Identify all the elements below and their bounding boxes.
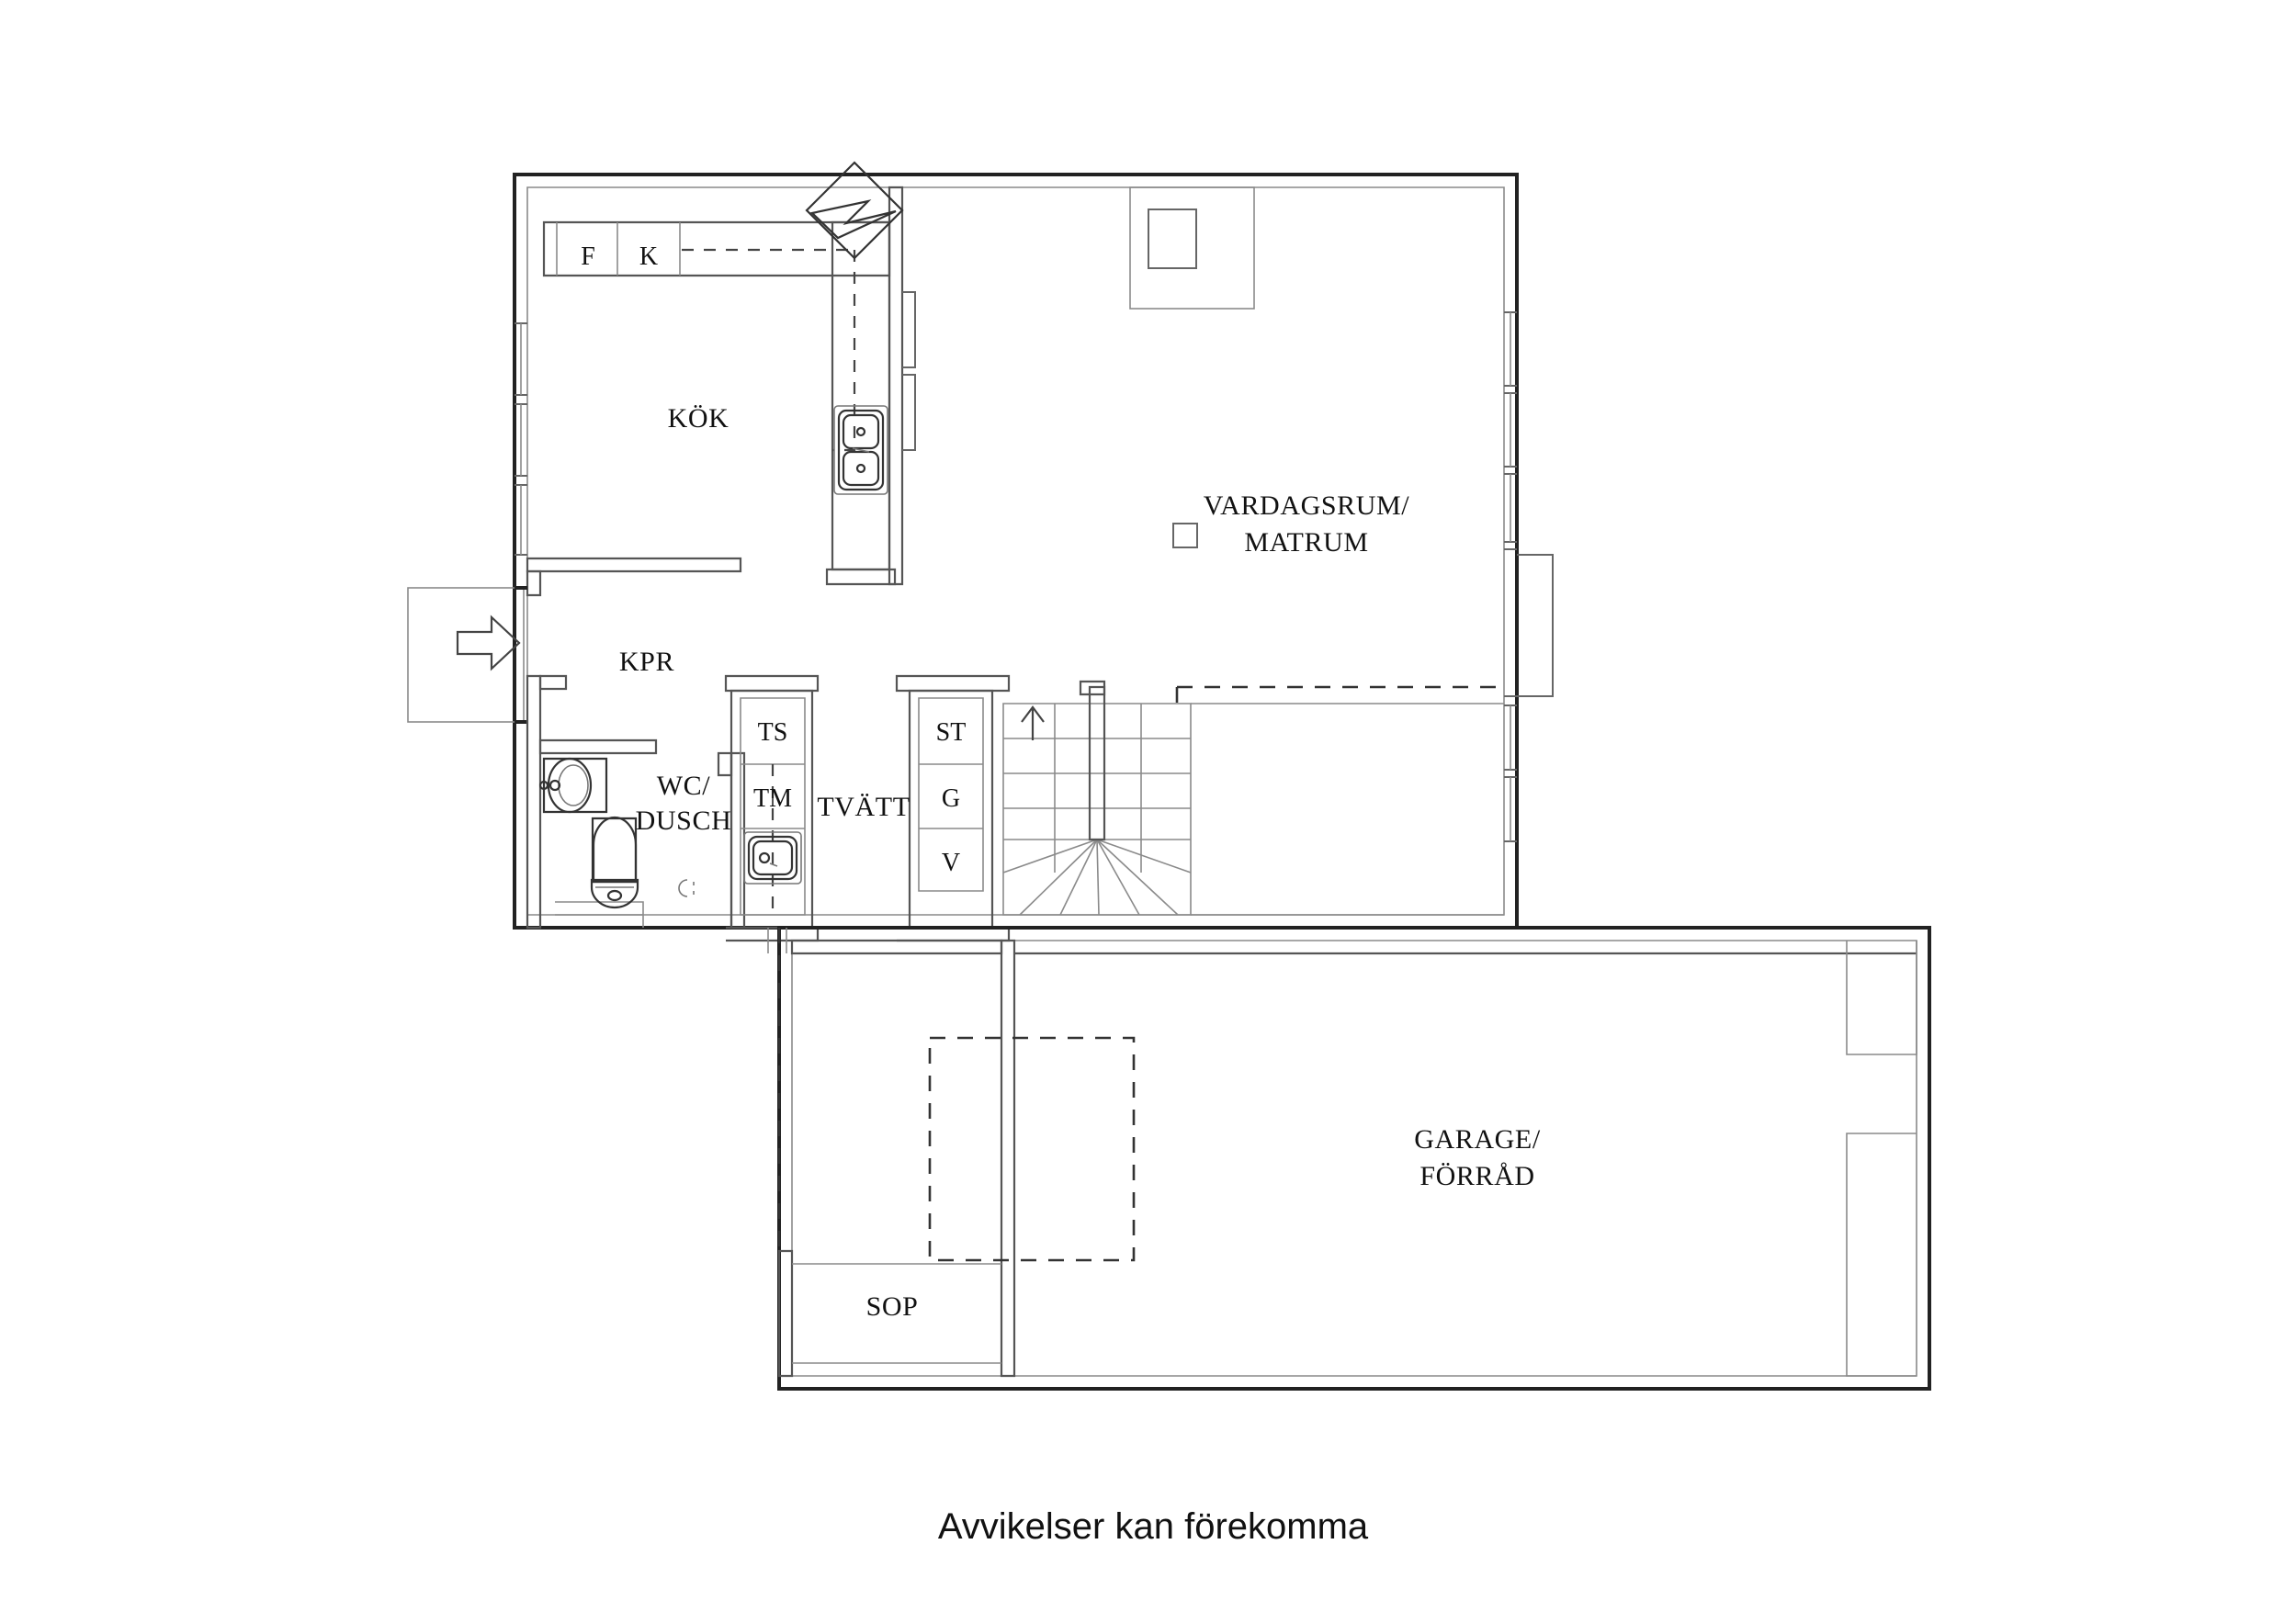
room-label-vardagsrum-line2: MATRUM: [1244, 527, 1368, 558]
window-icon: [1504, 776, 1517, 842]
threshold-details: [767, 928, 787, 953]
room-label-kpr: KPR: [619, 647, 674, 677]
garage-east-recess: [1846, 941, 1917, 1377]
cabinet-label-st: ST: [936, 718, 967, 747]
room-label-garage-line2: FÖRRÅD: [1419, 1161, 1534, 1191]
cabinet-labels: F K TS TM ST G V: [581, 242, 966, 877]
kitchen-partition-wall: [888, 186, 916, 586]
garage-door-opening: [928, 1036, 1136, 1262]
column-icon: [1172, 523, 1198, 548]
stairs-up-icon: [1002, 680, 1192, 916]
laundry-left-column: [724, 674, 820, 942]
window-icon: [1504, 311, 1517, 387]
room-label-garage-line1: GARAGE/: [1414, 1124, 1541, 1155]
window-icon: [515, 322, 527, 396]
cabinet-label-f: F: [581, 242, 595, 271]
entrance-area: [407, 586, 527, 724]
sop-room: [777, 939, 1917, 1378]
room-label-wc-line1: WC/: [657, 771, 711, 801]
cabinet-label-tm: TM: [753, 784, 792, 813]
window-icon: [515, 484, 527, 556]
window-icon: [515, 403, 527, 477]
room-label-vardagsrum-line1: VARDAGSRUM/: [1204, 490, 1410, 521]
room-label-sop: SOP: [866, 1291, 919, 1322]
living-room-lower-edge: [1191, 703, 1504, 916]
cabinet-label-g: G: [942, 784, 960, 813]
laundry-sink-icon: [743, 831, 802, 885]
room-label-tvatt: TVÄTT: [817, 792, 910, 822]
room-labels: KÖK VARDAGSRUM/ MATRUM KPR WC/ DUSCH TVÄ…: [619, 403, 1541, 1322]
cabinet-label-k: K: [639, 242, 658, 271]
cabinet-label-ts: TS: [758, 718, 788, 747]
entrance-arrow-icon: [456, 614, 521, 671]
room-label-wc-line2: DUSCH: [636, 806, 732, 836]
toilet-icon: [590, 816, 639, 909]
kitchen-sink-icon: [833, 405, 888, 495]
stove-icon: [805, 161, 904, 260]
window-icon: [1504, 473, 1517, 543]
window-group-living-east: [1504, 311, 1554, 842]
terrace-door-icon: [1504, 548, 1554, 697]
floor-drain-icon: [678, 879, 695, 897]
plan-caption: Avvikelser kan förekomma: [938, 1506, 1369, 1547]
stairs-direction-arrow-icon: [1021, 705, 1045, 740]
room-label-kok: KÖK: [668, 403, 730, 434]
hall-wc-wall: [526, 674, 568, 930]
window-icon: [1504, 704, 1517, 771]
window-group-kitchen-west: [515, 322, 527, 556]
wash-basin-icon: [538, 757, 608, 814]
cabinet-label-v: V: [942, 849, 960, 877]
fireplace-icon: [1129, 186, 1255, 310]
window-icon: [1504, 392, 1517, 468]
